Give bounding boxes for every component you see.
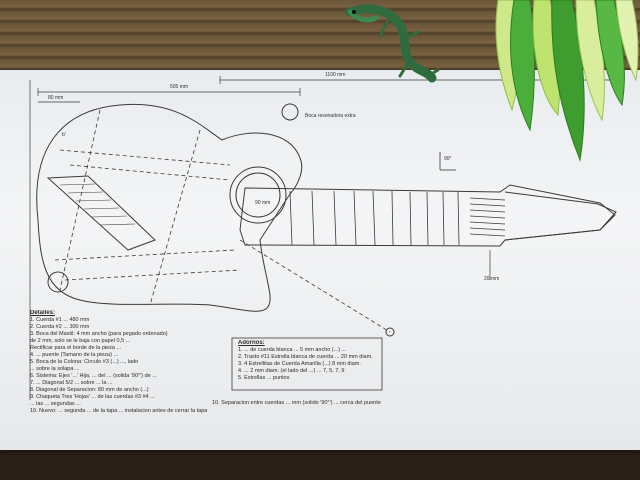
nut-width-label: 20 mm	[484, 276, 500, 282]
bridge-hatching	[59, 183, 136, 226]
details-line: 4. ... puente (Tamano de la pieza) ...	[30, 352, 119, 358]
reference-point	[385, 327, 395, 337]
fret-lines	[289, 190, 460, 246]
guitar-body-outline	[36, 103, 303, 312]
blueprint-sheet: 505 mm 80 mm 1100 mm Boca resonadora ext…	[0, 70, 640, 450]
guitar-blueprint-drawing	[29, 76, 621, 400]
marker-top-label: b'	[62, 132, 66, 138]
adornos-line: 5. Estrellas ... puntos	[238, 375, 290, 381]
total-length-label: 1100 mm	[325, 72, 346, 78]
details-line: Rectificar para el borde de la pieza ...	[30, 345, 122, 351]
details-line: de 2 mm, solo se le baja con papel 0,5 .…	[30, 338, 131, 344]
bridge-outline	[46, 175, 156, 251]
details-line: 5. Boca de la Colona: Circulo #3 (...) .…	[30, 359, 139, 365]
footnote: 10. Separacion entre cuerdas ... mm (sol…	[212, 400, 381, 406]
headstock-outline	[504, 191, 617, 241]
upper-width-label: 80 mm	[48, 95, 64, 101]
details-line: 1. Cuerda #1 ... 480 mm	[30, 317, 90, 323]
soundhole-inner	[235, 172, 281, 218]
extra-soundport	[281, 103, 299, 121]
nut-hatching	[469, 197, 506, 237]
sound-port-label: Boca resonadora extra	[305, 113, 356, 119]
angle-label: 90°	[444, 156, 452, 162]
adornos-line: 4. ... 2 mm diam. (el lado del ...) ... …	[238, 368, 345, 374]
adornos-line: 3. 4 Estrellitas de Cuerda Amarilla (...…	[238, 361, 361, 367]
details-line: 2. Cuerda #2 ... 300 mm	[30, 324, 90, 330]
guitar-outline	[29, 76, 621, 400]
angle-marker	[439, 152, 456, 171]
tail-marker-circle	[47, 271, 69, 293]
adornos-line: 2. Trasto #11 Estrella blanca de cuerda …	[238, 354, 373, 360]
details-line: 9. Chaqueta Tres 'Hojas' ... de las cuer…	[30, 394, 155, 400]
guitar-neck-outline	[239, 184, 616, 247]
details-notes: Detalles: 1. Cuerda #1 ... 480 mm 2. Cue…	[30, 310, 207, 415]
details-line: 8. Diagonal de Separacion: 80 mm de anch…	[30, 387, 149, 393]
adornos-line: 1. ... de cuerda blanca ... 5 mm ancho (…	[238, 347, 347, 353]
details-line: ... sobre la solapa ...	[30, 366, 80, 372]
adornos-notes: Adornos: 1. ... de cuerda blanca ... 5 m…	[238, 340, 373, 382]
lizard-figurine	[345, 4, 440, 83]
soundhole-outer	[229, 166, 287, 224]
adornos-box	[231, 337, 383, 391]
body-length-label: 505 mm	[170, 84, 189, 90]
details-line: 7. ... Diagonal 5/2 ... sobre ... la ...	[30, 380, 113, 386]
soundhole-offset-label: 90 mm	[255, 200, 271, 206]
details-line: 6. Sistema: Ejes '...' Hija, ... del ...…	[30, 373, 157, 379]
details-line: 3. Boca del Mastil: 4 mm ancho (para peg…	[30, 331, 168, 337]
green-leaf-lamp	[495, 0, 639, 162]
adornos-title: Adornos:	[238, 340, 265, 346]
internal-bracing	[54, 109, 391, 333]
details-title: Detalles:	[30, 310, 56, 316]
details-line: ... las ... segundas ...	[30, 401, 81, 407]
details-line: 10. Nuevo: ... segunda ... de la tapa ..…	[30, 408, 208, 414]
